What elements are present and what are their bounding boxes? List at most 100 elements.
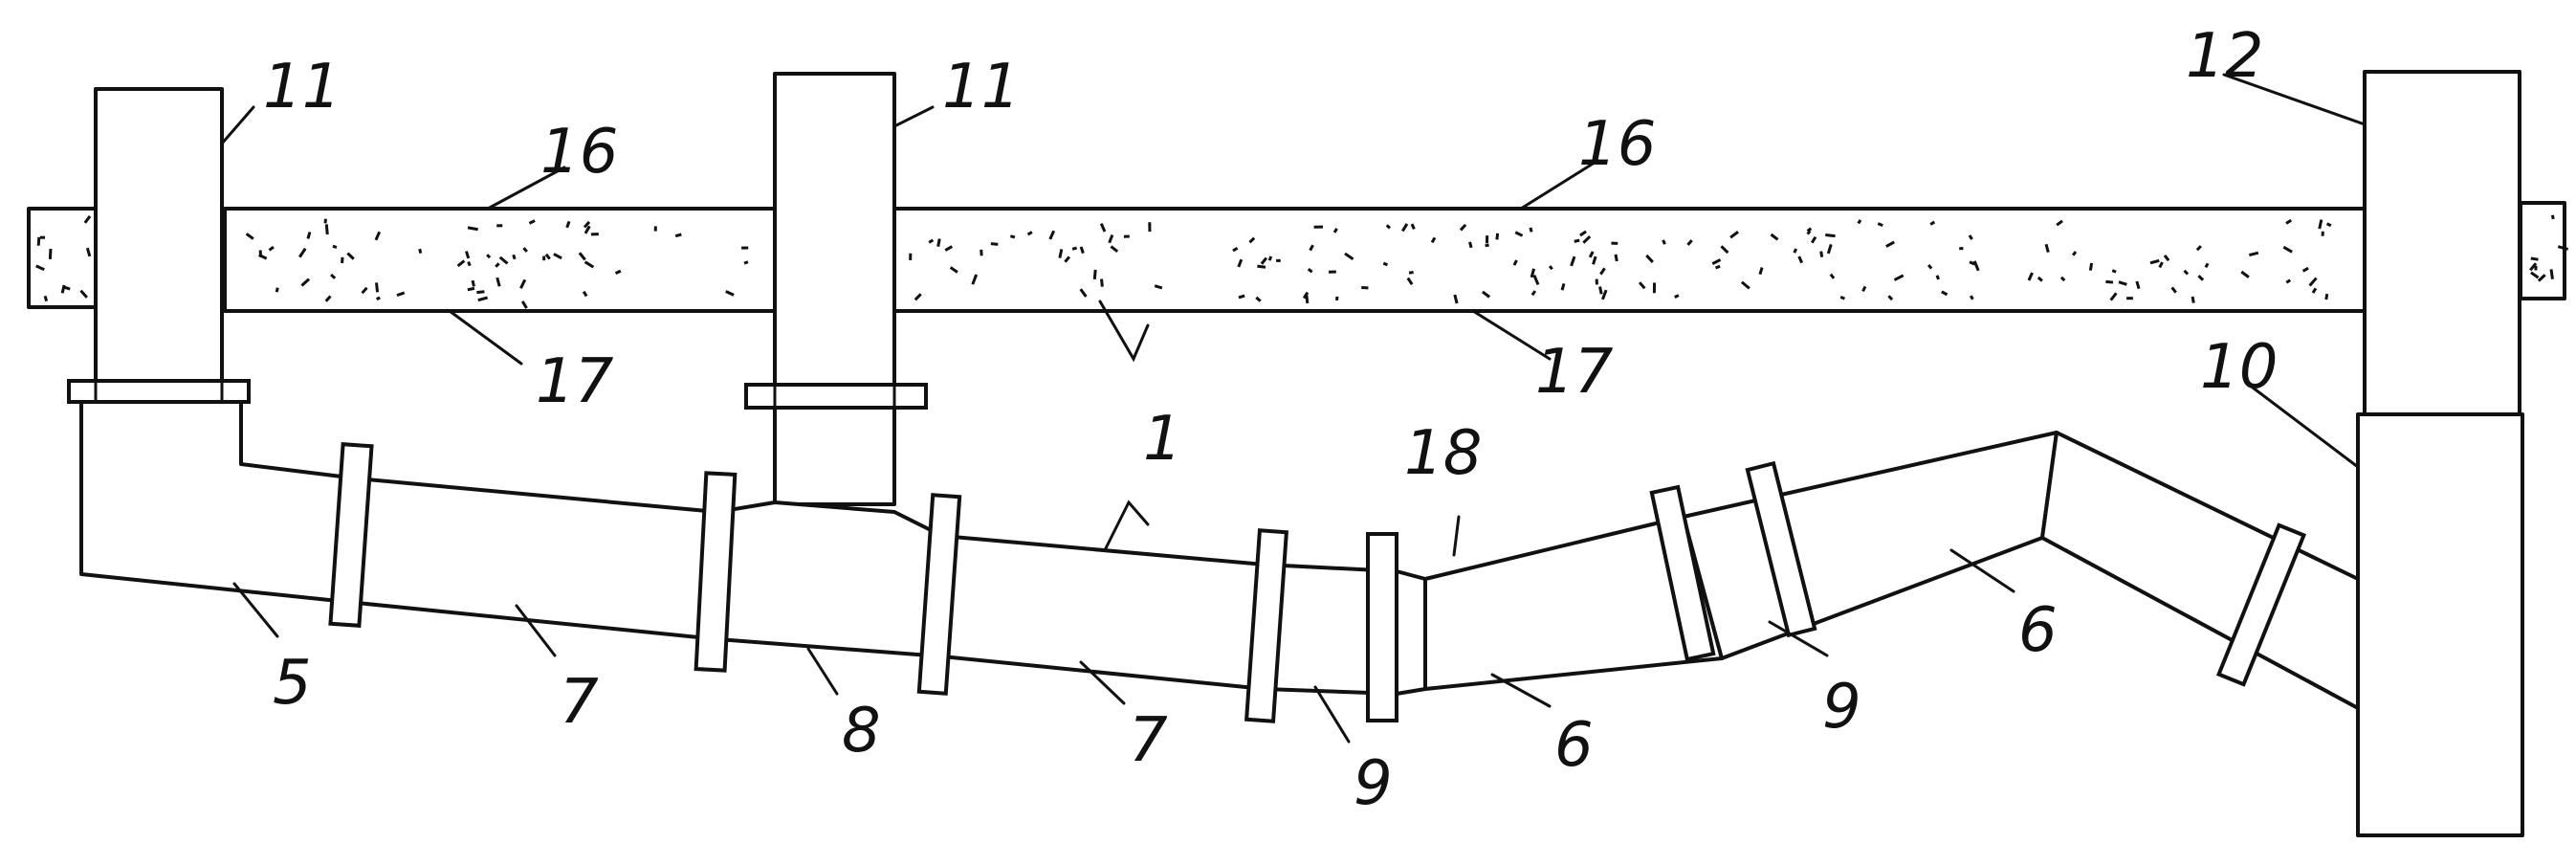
- aggregate-speck: [1257, 264, 1266, 269]
- aggregate-speck: [323, 218, 327, 224]
- aggregate-speck: [578, 252, 586, 261]
- aggregate-speck: [1968, 234, 1973, 240]
- terminal-box: [2356, 412, 2524, 837]
- aggregate-speck: [2240, 270, 2250, 278]
- aggregate-speck: [1532, 274, 1540, 286]
- aggregate-speck: [1237, 258, 1244, 268]
- aggregate-speck: [496, 224, 503, 228]
- aggregate-speck: [39, 235, 46, 239]
- aggregate-speck: [2321, 231, 2324, 236]
- aggregate-speck: [2183, 269, 2190, 276]
- aggregate-speck: [2530, 271, 2540, 279]
- aggregate-speck: [1430, 236, 1437, 244]
- aggregate-speck: [1495, 233, 1500, 240]
- aggregate-speck: [944, 245, 954, 252]
- pipe-clamp-4: [1244, 528, 1289, 723]
- aggregate-speck: [1711, 258, 1722, 265]
- label-straight-2: 7: [1129, 705, 1168, 776]
- aggregate-speck: [1401, 223, 1409, 233]
- aggregate-speck: [1582, 235, 1592, 244]
- aggregate-speck: [1806, 230, 1812, 235]
- aggregate-speck: [1514, 231, 1524, 237]
- aggregate-speck: [1026, 231, 1033, 236]
- label-clamp-1: 9: [1354, 748, 1393, 819]
- aggregate-speck: [2027, 272, 2034, 281]
- aggregate-speck: [1929, 220, 1936, 226]
- aggregate-speck: [361, 286, 368, 295]
- aggregate-speck: [60, 284, 66, 294]
- aggregate-speck: [1819, 251, 1824, 257]
- aggregate-speck: [2170, 286, 2177, 294]
- label-clamp-2: 9: [1822, 672, 1861, 743]
- aggregate-speck: [486, 254, 492, 259]
- aggregate-speck: [1941, 290, 1949, 297]
- post-right: [2363, 70, 2521, 416]
- aggregate-speck: [2534, 265, 2538, 271]
- aggregate-speck: [2197, 275, 2205, 281]
- label-post-right: 12: [2186, 21, 2263, 92]
- aggregate-speck: [467, 226, 478, 232]
- aggregate-speck: [1009, 234, 1016, 239]
- beam-aggregate-speckles: [35, 214, 2569, 309]
- aggregate-speck: [477, 296, 489, 302]
- aggregate-speck: [1885, 240, 1895, 248]
- aggregate-speck: [1810, 235, 1817, 244]
- aggregate-speck: [1100, 278, 1104, 287]
- aggregate-speck: [674, 233, 682, 238]
- aggregate-speck: [85, 247, 92, 257]
- aggregate-speck: [614, 269, 622, 276]
- aggregate-speck: [949, 266, 958, 274]
- aggregate-speck: [1588, 251, 1595, 258]
- aggregate-speck: [583, 225, 591, 234]
- aggregate-speck: [1335, 296, 1339, 301]
- aggregate-speck: [1255, 296, 1262, 302]
- aggregate-speck: [653, 226, 657, 232]
- aggregate-speck: [1079, 246, 1085, 255]
- aggregate-speck: [914, 293, 922, 301]
- aggregate-speck: [1611, 241, 1618, 245]
- aggregate-speck: [1481, 290, 1491, 299]
- label-beam-under-right: 17: [1535, 337, 1614, 408]
- post-mid: [773, 72, 896, 506]
- aggregate-speck: [1092, 269, 1097, 279]
- aggregate-speck: [2529, 262, 2538, 272]
- aggregate-speck: [64, 285, 71, 291]
- aggregate-speck: [1927, 263, 1933, 270]
- aggregate-speck: [1154, 284, 1163, 290]
- aggregate-speck: [2163, 254, 2170, 262]
- pipe-clamp-7: [1745, 460, 1817, 638]
- aggregate-speck: [1970, 295, 1974, 300]
- aggregate-speck: [498, 255, 509, 265]
- aggregate-speck: [1592, 255, 1597, 265]
- aggregate-speck: [1148, 222, 1152, 233]
- aggregate-speck: [1267, 255, 1273, 261]
- aggregate-speck: [374, 231, 382, 241]
- aggregate-speck: [2537, 274, 2546, 282]
- label-terminal-box: 10: [2200, 332, 2278, 403]
- label-tee: 8: [842, 696, 881, 766]
- aggregate-speck: [1579, 230, 1587, 237]
- aggregate-speck: [1099, 223, 1107, 233]
- aggregate-speck: [2109, 292, 2118, 301]
- aggregate-speck: [2308, 277, 2318, 287]
- aggregate-speck: [476, 290, 485, 295]
- aggregate-speck: [1071, 246, 1078, 251]
- aggregate-speck: [1408, 270, 1414, 275]
- aggregate-speck: [590, 233, 599, 236]
- label-angled-2: 6: [2018, 595, 2058, 666]
- aggregate-speck: [300, 278, 311, 287]
- aggregate-speck: [1344, 252, 1354, 260]
- aggregate-speck: [36, 236, 41, 246]
- aggregate-speck: [1512, 259, 1518, 266]
- aggregate-speck: [909, 253, 913, 260]
- label-beam-left: 16: [540, 117, 618, 188]
- label-angled-1: 6: [1554, 710, 1594, 781]
- aggregate-speck: [1645, 254, 1654, 263]
- aggregate-speck: [83, 215, 92, 224]
- label-post-left: 11: [263, 52, 341, 122]
- aggregate-speck: [1601, 289, 1608, 300]
- aggregate-speck: [1530, 268, 1536, 278]
- aggregate-speck: [2072, 251, 2078, 256]
- aggregate-speck: [2111, 269, 2117, 274]
- aggregate-speck: [495, 277, 501, 287]
